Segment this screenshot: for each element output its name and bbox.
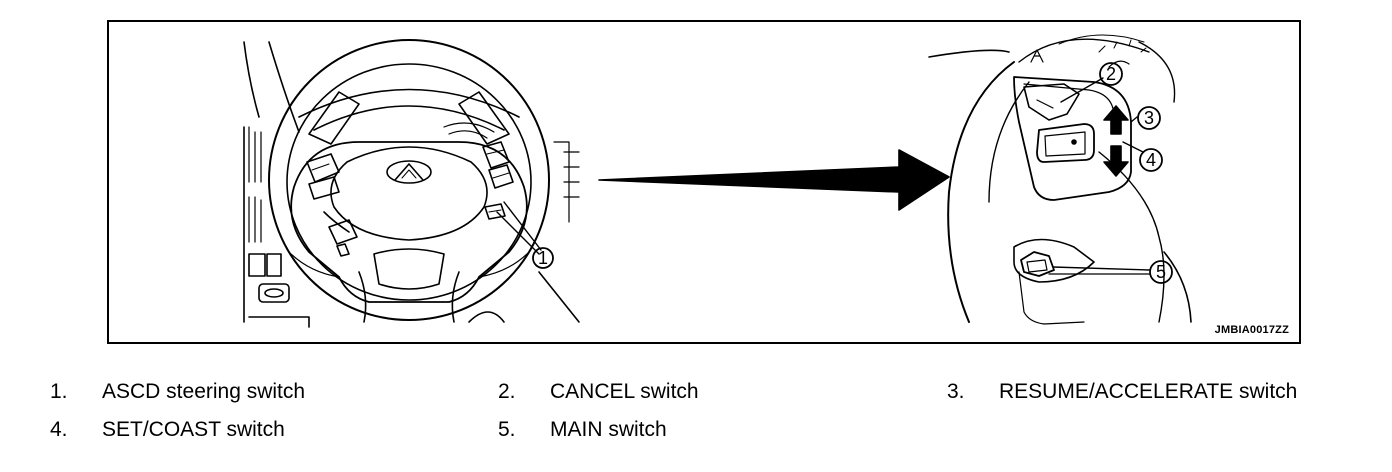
callout-2-label: 2 (1106, 64, 1116, 84)
zoom-arrow (598, 149, 950, 211)
callout-3-circle (1137, 106, 1161, 130)
legend-number: 4. (50, 418, 68, 441)
legend-label: MAIN switch (550, 418, 667, 441)
legend-label: ASCD steering switch (102, 380, 306, 403)
legend-number: 5. (498, 418, 516, 441)
switch-closeup-drawing (928, 34, 1192, 325)
legend-label: RESUME/ACCELERATE switch (999, 380, 1298, 403)
callout-1-circle (532, 247, 554, 269)
steering-wheel-drawing (243, 39, 580, 328)
figure-id-label: JMBIA0017ZZ (1214, 324, 1289, 336)
legend-number: 3. (947, 380, 965, 403)
legend: 1. ASCD steering switch 2. CANCEL switch… (0, 378, 1392, 458)
callout-5-circle (1149, 260, 1173, 284)
resume-arrow-up (1103, 105, 1129, 135)
steering-switch-illustration: 1 2 3 4 5 (243, 34, 1192, 328)
legend-label: CANCEL switch (550, 380, 699, 403)
callout-1-label: 1 (538, 248, 548, 268)
legend-number: 1. (50, 380, 68, 403)
callout-4-label: 4 (1146, 150, 1156, 170)
callout-5-label: 5 (1156, 262, 1166, 282)
callout-4-circle (1139, 148, 1163, 172)
callout-2-circle (1099, 62, 1123, 86)
set-arrow-down (1103, 145, 1129, 177)
callout-3-label: 3 (1144, 108, 1154, 128)
legend-number: 2. (498, 380, 516, 403)
legend-label: SET/COAST switch (102, 418, 285, 441)
illustration-frame: 1 2 3 4 5 JMBIA0017ZZ (107, 20, 1301, 344)
